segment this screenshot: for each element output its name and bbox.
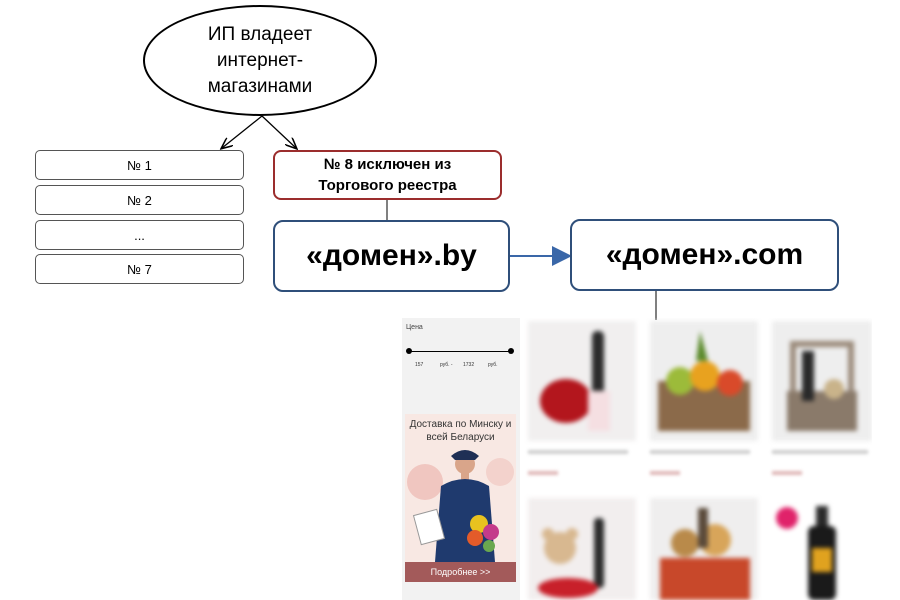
excluded-shop-box: № 8 исключен из Торгового реестра: [273, 150, 502, 200]
shop-screenshot: Цена 157 руб. - 1732 руб. Доставка по Ми…: [402, 318, 872, 600]
filter-sidebar: Цена 157 руб. - 1732 руб. Доставка по Ми…: [402, 318, 520, 600]
shop-label: № 7: [127, 261, 152, 277]
price-max-unit: руб.: [488, 362, 498, 368]
price-slider-max-handle[interactable]: [508, 348, 514, 354]
product-image: [772, 321, 872, 441]
product-card-2[interactable]: [650, 321, 758, 441]
product-image: [528, 321, 636, 441]
owner-ellipse: ИП владеет интернет-магазинами: [143, 5, 377, 116]
courier-image: [407, 450, 514, 581]
product-card-6[interactable]: [772, 498, 872, 600]
product-price: [650, 471, 680, 475]
promo-more-button[interactable]: Подробнее >>: [405, 562, 516, 582]
domain-com-label: «домен».com: [605, 238, 804, 271]
shop-box-7: № 7: [35, 254, 244, 284]
product-image: [650, 321, 758, 441]
price-slider-track[interactable]: [408, 351, 512, 352]
product-caption: [772, 450, 868, 454]
excluded-line-1: № 8 исключен из: [323, 156, 452, 173]
domain-by-box: «домен».by: [273, 220, 510, 292]
product-image: [772, 498, 872, 600]
shop-box-1: № 1: [35, 150, 244, 180]
product-caption: [650, 450, 750, 454]
price-min-value: 157: [415, 362, 424, 368]
shop-label: № 1: [127, 157, 152, 173]
product-image: [528, 498, 636, 600]
owner-text: ИП владеет интернет-магазинами: [207, 23, 313, 97]
arrow-to-excluded: [261, 115, 296, 148]
price-max-value: 1732: [463, 362, 475, 368]
domain-by-label: «домен».by: [306, 239, 477, 272]
shop-box-ellipsis: ...: [35, 220, 244, 250]
product-card-5[interactable]: [650, 498, 758, 600]
domain-com-box: «домен».com: [570, 219, 839, 291]
price-filter-label: Цена: [406, 324, 423, 331]
product-card-1[interactable]: [528, 321, 636, 441]
product-price: [528, 471, 558, 475]
arrow-to-shops: [222, 115, 263, 148]
promo-title: Доставка по Минску и всей Беларуси: [409, 419, 512, 443]
product-caption: [528, 450, 628, 454]
product-card-4[interactable]: [528, 498, 636, 600]
product-price: [772, 471, 802, 475]
shop-label: № 2: [127, 192, 152, 208]
shop-label: ...: [134, 227, 145, 243]
price-min-unit: руб. -: [440, 362, 453, 368]
product-card-3[interactable]: [772, 321, 872, 441]
product-image: [650, 498, 758, 600]
shop-box-2: № 2: [35, 185, 244, 215]
delivery-promo-banner: Доставка по Минску и всей Беларуси: [405, 414, 516, 581]
price-slider-min-handle[interactable]: [406, 348, 412, 354]
excluded-line-2: Торгового реестра: [318, 177, 457, 194]
